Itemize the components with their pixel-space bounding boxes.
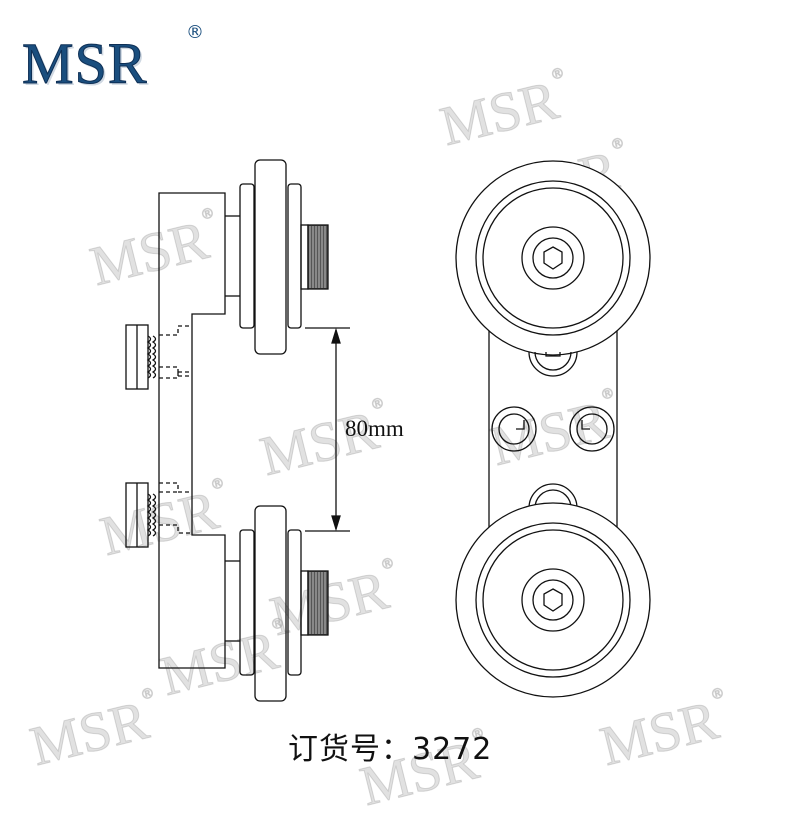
brand-logo: MSR [22,31,148,97]
dimension-line [305,327,350,532]
side-view [125,159,350,702]
technical-drawing [125,159,651,702]
dimension-label: 80mm [345,416,404,441]
mounting-hole-right [569,406,615,452]
upper-adjust-screw [125,324,192,390]
upper-slot [528,351,578,377]
bottom-wheel-side [239,505,329,702]
order-number: 订货号：3272 [288,732,493,767]
top-wheel-front [455,160,651,356]
front-view [455,160,651,698]
mounting-hole-left [491,406,537,452]
registered-trademark-icon: ® [186,22,204,43]
bottom-wheel-front [455,502,651,698]
bracket-outline [158,192,226,669]
top-wheel-side [239,159,329,355]
lower-adjust-screw [125,482,192,548]
